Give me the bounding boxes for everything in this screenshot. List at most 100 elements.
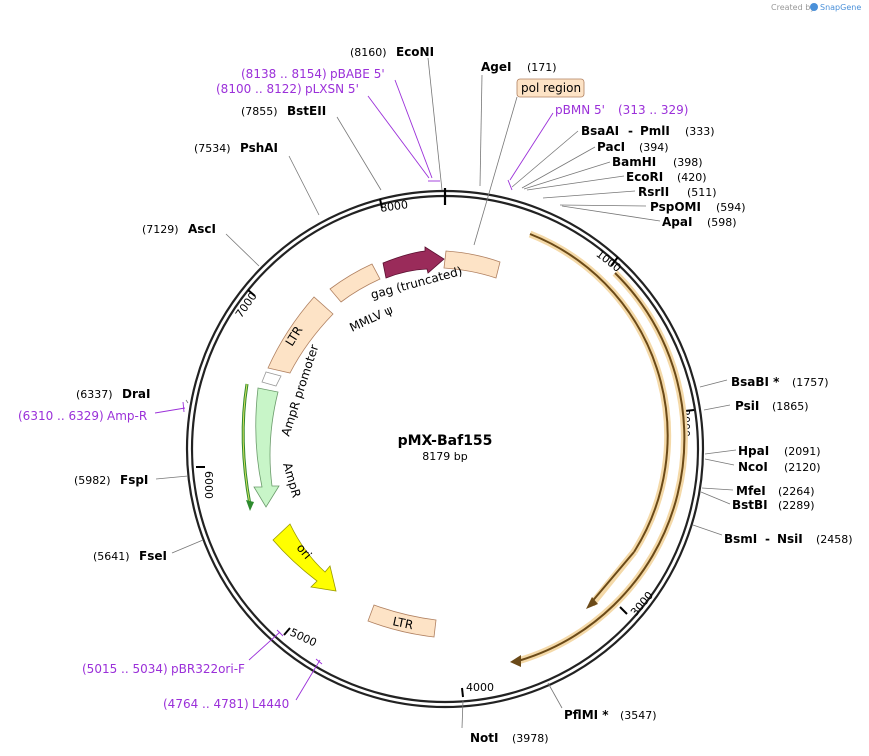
psii-leader — [703, 404, 731, 411]
mfei-position: (2264) — [778, 485, 815, 498]
psii-name: PsiI — [735, 399, 759, 413]
ampr-primer-range: (6310 .. 6329) — [18, 409, 104, 423]
plasmid-name: pMX-Baf155 — [398, 433, 493, 449]
l4440-mark — [315, 658, 323, 665]
tick-marks — [196, 198, 695, 698]
bsabi-leader — [699, 379, 728, 388]
noti-leader — [461, 699, 464, 729]
snapgene-logo-icon — [810, 3, 818, 11]
hpai-leader — [704, 449, 737, 455]
agei-position: (171) — [527, 61, 557, 74]
tick-mark-8000 — [379, 198, 383, 209]
ampr-promoter-box — [261, 371, 282, 387]
pbr322ori-range: (5015 .. 5034) — [82, 662, 168, 676]
noti-name: NotI — [470, 731, 499, 745]
pbmn-range: (313 .. 329) — [618, 103, 688, 117]
pflmi-leader — [547, 682, 563, 709]
fspi-name: FspI — [120, 473, 148, 487]
fspi-position: (5982) — [74, 474, 111, 487]
pbmn-mark — [507, 179, 513, 191]
pshai-name: PshAI — [240, 141, 278, 155]
econi-position: (8160) — [350, 46, 387, 59]
ampr-primer-name: Amp-R — [107, 409, 147, 423]
plasmid-size: 8179 bp — [422, 450, 467, 463]
insert-outer-arc — [517, 272, 686, 662]
tick-label-5000: 5000 — [288, 626, 319, 650]
ampr-primer-arrowhead — [246, 500, 254, 511]
pshai-position: (7534) — [194, 142, 231, 155]
tick-label-1000: 1000 — [593, 247, 623, 274]
bsabi-name: BsaBI * — [731, 375, 780, 389]
ncoi-leader — [704, 458, 735, 466]
enzyme-labels: (8160) EcoNI AgeI (171) (7855) BstEII Bs… — [74, 45, 853, 745]
paci-name: PacI — [597, 140, 625, 154]
plxsn-name: pLXSN 5' — [305, 82, 359, 96]
paci-leader — [521, 146, 596, 189]
bstbi-leader — [700, 491, 731, 505]
pbabe-leader — [394, 79, 433, 179]
l4440-name: L4440 — [252, 697, 289, 711]
pspomi-name: PspOMI — [650, 200, 701, 214]
econi-name: EcoNI — [396, 45, 434, 59]
pbr322ori-name: pBR322ori-F — [171, 662, 245, 676]
pol-region-leader — [473, 96, 518, 246]
mfei-leader — [701, 487, 734, 491]
pbabe-name: pBABE 5' — [330, 67, 385, 81]
pshai-leader — [288, 155, 320, 216]
l4440-leader — [295, 659, 321, 701]
l4440-range: (4764 .. 4781) — [163, 697, 249, 711]
tick-label-4000: 4000 — [466, 681, 494, 694]
tick-mark-5000 — [283, 627, 291, 636]
snapgene-brand-name: SnapGene — [820, 3, 861, 12]
pbmn-leader — [509, 112, 554, 181]
ncoi-position: (2120) — [784, 461, 821, 474]
rsrii-name: RsrII — [638, 185, 669, 199]
econi-leader — [427, 57, 443, 191]
asci-leader — [225, 233, 260, 267]
mmlv-psi-box — [329, 263, 381, 303]
bsabi-position: (1757) — [792, 376, 829, 389]
primer-labels: (8138 .. 8154) pBABE 5' (8100 .. 8122) p… — [18, 67, 688, 711]
ltr-bottom-box — [367, 604, 437, 638]
bsaai-separator: - — [628, 124, 633, 138]
tick-mark-4000 — [461, 687, 464, 698]
fspi-leader — [155, 475, 189, 480]
bamhi-position: (398) — [673, 156, 703, 169]
psi-region-box — [443, 250, 501, 279]
enzyme-leaders — [155, 57, 737, 729]
ecori-position: (420) — [677, 171, 707, 184]
ltr-bottom-label: LTR — [391, 614, 414, 632]
ampr-primer-leader — [154, 407, 186, 414]
created-by-text: Created by — [771, 3, 815, 12]
apai-position: (598) — [707, 216, 737, 229]
plxsn-leader — [367, 95, 430, 179]
pol-region-arc-tail — [589, 551, 635, 605]
asci-name: AscI — [188, 222, 216, 236]
insert-outer-arrowhead — [510, 655, 521, 667]
bsaai-position: (333) — [685, 125, 715, 138]
agei-leader — [479, 74, 483, 187]
mfei-name: MfeI — [736, 484, 766, 498]
pmli-name: PmlI — [640, 124, 670, 138]
pflmi-position: (3547) — [620, 709, 657, 722]
pspomi-position: (594) — [716, 201, 746, 214]
bsteii-leader — [336, 116, 382, 191]
pol-region-label: pol region — [521, 81, 581, 95]
tick-mark-7000 — [247, 289, 256, 297]
pbabe-range: (8138 .. 8154) — [241, 67, 327, 81]
tick-mark-1000 — [610, 256, 619, 267]
bsteii-name: BstEII — [287, 104, 326, 118]
bamhi-name: BamHI — [612, 155, 656, 169]
ori-feature-arrow — [272, 523, 337, 592]
ampr-primer-arc-inner — [242, 383, 251, 506]
asci-position: (7129) — [142, 223, 179, 236]
hpai-position: (2091) — [784, 445, 821, 458]
ncoi-name: NcoI — [738, 460, 768, 474]
bstbi-position: (2289) — [778, 499, 815, 512]
tick-mark-2000 — [684, 409, 695, 412]
tick-mark-3000 — [619, 606, 628, 615]
ecori-name: EcoRI — [626, 170, 663, 184]
pflmi-name: PflMI * — [564, 708, 609, 722]
bamhi-leader — [523, 161, 611, 190]
